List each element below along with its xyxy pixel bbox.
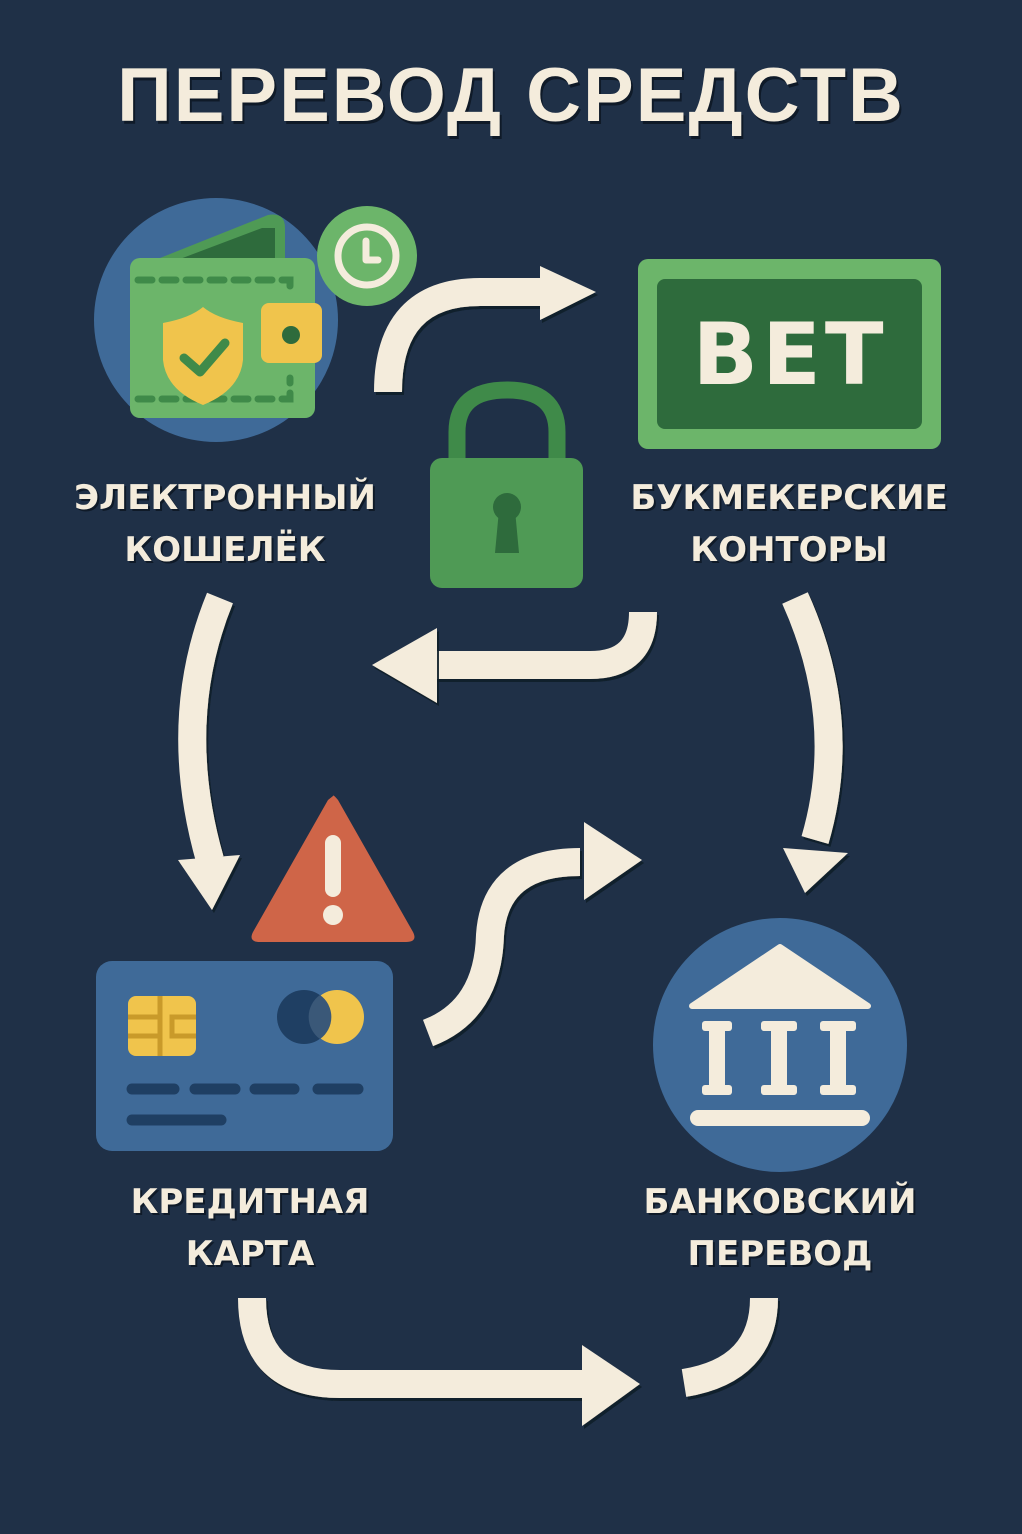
- label-credit-card-line1: КРЕДИТНАЯ: [130, 1182, 370, 1222]
- arrow-bet-to-wallet: [432, 611, 657, 679]
- label-bank-transfer: БАНКОВСКИЙ ПЕРЕВОД: [620, 1176, 940, 1280]
- label-ewallet-line2: КОШЕЛЁК: [124, 530, 326, 570]
- label-bank-transfer-line1: БАНКОВСКИЙ: [643, 1182, 917, 1222]
- label-bank-transfer-line2: ПЕРЕВОД: [687, 1234, 873, 1274]
- label-bookmakers: БУКМЕКЕРСКИЕ КОНТОРЫ: [614, 472, 964, 576]
- clock-icon: [317, 206, 417, 306]
- arrow-card-to-bank: [422, 848, 581, 1047]
- label-ewallet-line1: ЭЛЕКТРОННЫЙ: [74, 478, 376, 518]
- arrow-wallet-to-card: [178, 592, 233, 864]
- bet-sign-icon: [638, 259, 941, 449]
- shield-check-icon: [163, 307, 243, 405]
- bank-icon: [653, 918, 907, 1172]
- page-title: ПЕРЕВОД СРЕДСТВ: [117, 53, 905, 138]
- label-credit-card: КРЕДИТНАЯ КАРТА: [90, 1176, 410, 1280]
- arrow-bet-to-bank: [782, 592, 843, 844]
- warning-icon: [251, 795, 415, 942]
- credit-card-icon: [96, 961, 393, 1151]
- label-ewallet: ЭЛЕКТРОННЫЙ КОШЕЛЁК: [60, 472, 390, 576]
- bet-sign-text: BET: [692, 305, 888, 405]
- label-bookmakers-line1: БУКМЕКЕРСКИЕ: [630, 478, 948, 518]
- arrow-wallet-to-bet: [374, 278, 545, 393]
- label-bookmakers-line2: КОНТОРЫ: [690, 530, 888, 570]
- arrow-bottom-card-to-bank: [238, 1297, 590, 1398]
- arrow-bottom-bank-return: [681, 1297, 778, 1397]
- label-credit-card-line2: КАРТА: [185, 1234, 315, 1274]
- padlock-icon: [430, 381, 583, 588]
